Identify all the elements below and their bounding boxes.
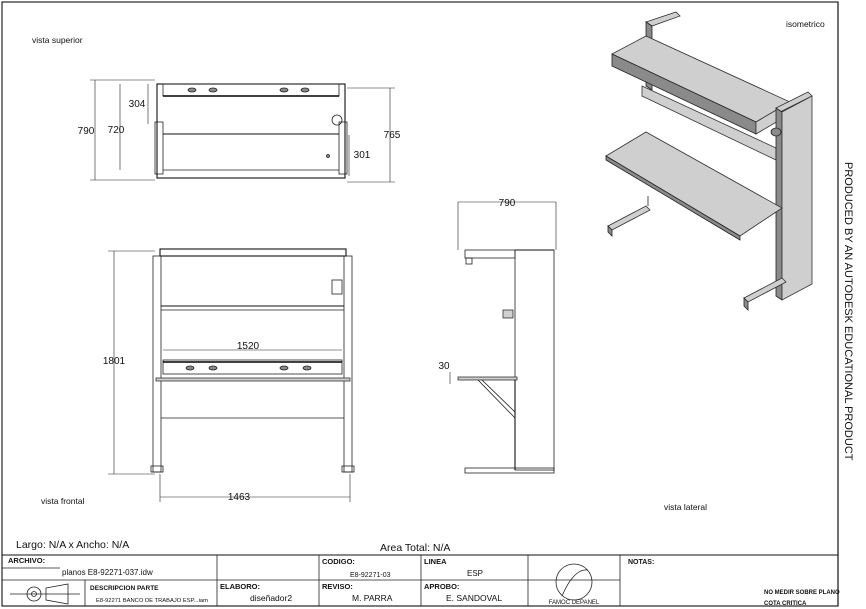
dim-790: 790 — [78, 126, 95, 137]
front-view: 1801 1520 1463 — [103, 248, 355, 503]
note-no-medir: NO MEDIR SOBRE PLANO — [764, 590, 840, 596]
linea-label: LINEA — [424, 557, 447, 566]
label-isometrico: isometrico — [786, 19, 825, 29]
dim-301: 301 — [354, 150, 371, 161]
dim-765: 765 — [384, 130, 401, 141]
aprobo-value: E. SANDOVAL — [446, 593, 502, 603]
label-vista-lateral: vista lateral — [664, 502, 707, 512]
dim-790-side: 790 — [499, 198, 516, 209]
isometric-view — [605, 11, 813, 311]
note-cota-critica: COTA CRITICA — [764, 601, 807, 607]
archivo-label: ARCHIVO: — [8, 556, 45, 565]
size-summary: Largo: N/A x Ancho: N/A — [16, 539, 129, 551]
aprobo-label: APROBO: — [424, 582, 459, 591]
codigo-value: E8-92271-03 — [350, 572, 391, 579]
descripcion-value: E8-92271 BANCO DE TRABAJO ESP...iam — [96, 598, 208, 604]
elaboro-value: diseñador2 — [250, 593, 292, 603]
label-vista-frontal: vista frontal — [41, 496, 85, 506]
side-view: 790 30 — [438, 198, 557, 474]
label-vista-superior: vista superior — [32, 35, 83, 45]
logo-text: FAMOC DEPANEL — [549, 600, 600, 606]
codigo-label: CODIGO: — [322, 557, 355, 566]
reviso-value: M. PARRA — [352, 593, 393, 603]
dim-304: 304 — [129, 99, 146, 110]
title-block — [2, 554, 838, 606]
reviso-label: REVISO: — [322, 582, 353, 591]
notas-label: NOTAS: — [628, 559, 654, 566]
dim-720: 720 — [108, 125, 125, 136]
dim-1801: 1801 — [103, 356, 126, 367]
dim-1463: 1463 — [228, 492, 251, 503]
dim-1520: 1520 — [237, 341, 260, 352]
archivo-value: planos E8-92271-037.idw — [62, 568, 153, 577]
vertical-note: PRODUCED BY AN AUTODESK EDUCATIONAL PROD… — [842, 162, 854, 461]
linea-value: ESP — [467, 569, 483, 578]
elaboro-label: ELABORO: — [220, 582, 260, 591]
descripcion-label: DESCRIPCION PARTE — [90, 585, 159, 592]
top-view: 790 720 304 765 301 — [78, 79, 401, 183]
dim-30: 30 — [438, 361, 450, 372]
area-summary: Area Total: N/A — [380, 542, 450, 554]
